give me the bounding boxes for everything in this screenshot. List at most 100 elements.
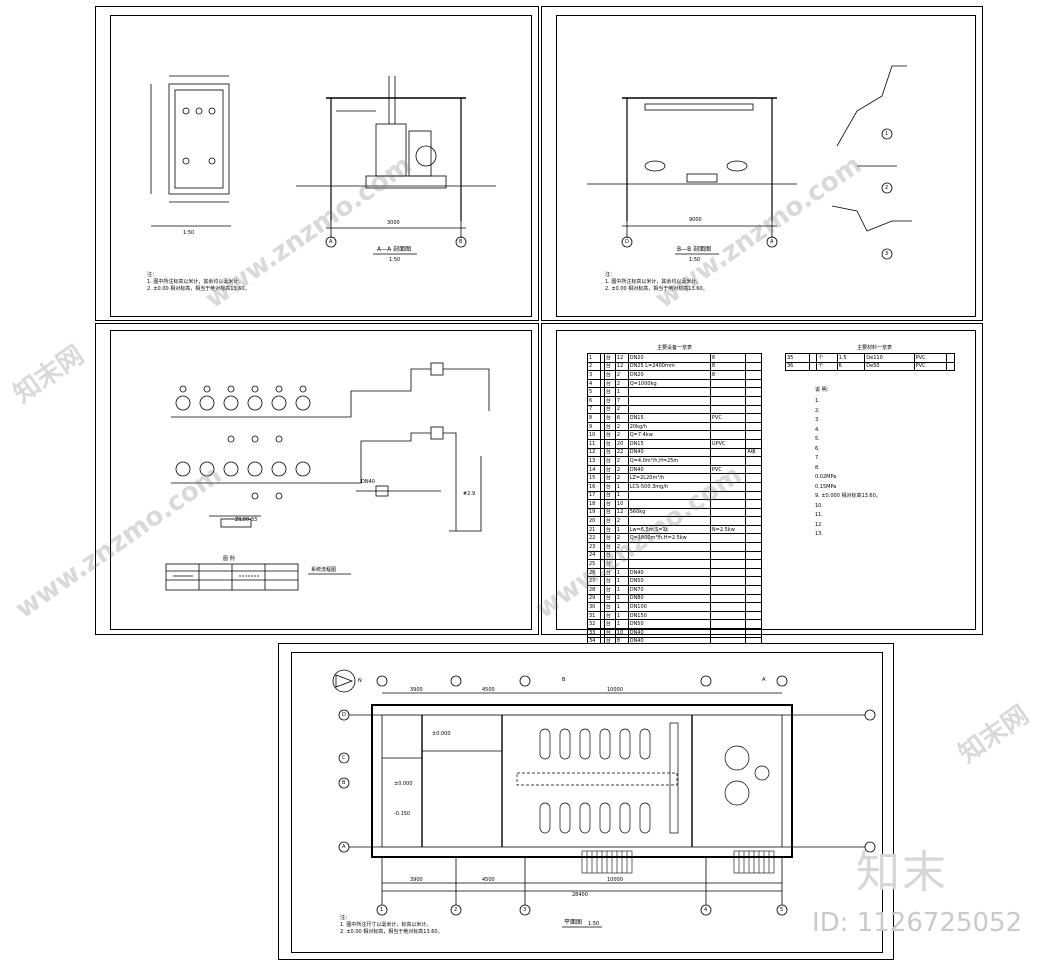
dim-bottom-1: 3900 <box>410 877 423 883</box>
axis-label-5: 5 <box>780 907 784 913</box>
equipment-table-cell: 台 <box>603 593 616 604</box>
note-2: 2. ±0.00 相对标高，相当于绝对标高13.60。 <box>340 929 443 935</box>
equipment-table-cell <box>709 585 747 595</box>
equipment-table-cell: 台 <box>603 353 616 363</box>
equipment-table-cell: 台 <box>603 533 616 544</box>
north-label: N <box>358 678 362 684</box>
equipment-table-cell: 32 <box>587 619 601 629</box>
material-table-cell: 1.5 <box>836 353 866 363</box>
equipment-table-cell <box>745 413 762 423</box>
equipment-table-cell: 台 <box>603 602 616 612</box>
equipment-table-cell: 22 <box>587 533 601 544</box>
equipment-table-cell <box>709 628 747 638</box>
equipment-table-cell: 3 <box>587 370 601 380</box>
equipment-table-cell: 台 <box>603 576 616 587</box>
equipment-table-cell: DN150 <box>627 610 711 621</box>
equipment-table-cell <box>709 395 747 406</box>
equipment-table-cell <box>745 387 762 397</box>
equipment-table-cell: 29 <box>587 593 601 604</box>
equipment-table-cell: DN100 <box>627 602 711 612</box>
elevation-2: ±0.000 <box>394 781 413 787</box>
equipment-table-cell: DN20 <box>627 370 711 380</box>
equipment-table-cell <box>745 619 762 629</box>
equipment-table-cell <box>745 602 762 612</box>
equipment-table-cell: Q=7.4kw <box>627 430 711 440</box>
section-marker-a: A <box>762 677 766 683</box>
section-width-dimension: 9000 <box>689 217 702 223</box>
equipment-table-cell <box>709 619 747 629</box>
notes-head: 注： <box>340 915 351 921</box>
equipment-table-cell: 2 <box>614 421 629 432</box>
plan-title: 平面图 <box>564 919 583 926</box>
equipment-table-cell <box>745 567 762 578</box>
equipment-table-cell: 8 <box>709 370 747 380</box>
equipment-table-cell <box>709 378 747 389</box>
equipment-table-cell: Q=1800m³/h,H=2.5kw <box>627 533 711 544</box>
equipment-table-cell: 560kg <box>627 507 711 518</box>
equipment-table-cell: 2 <box>614 404 629 415</box>
note-2: 2. ±0.00 相对标高，相当于绝对标高13.60。 <box>605 286 708 292</box>
axis-label-2: 2 <box>454 907 458 913</box>
system-label: 系统流程图 <box>311 567 337 573</box>
equipment-table-cell: UPVC <box>709 438 747 449</box>
equipment-table-cell: 1 <box>614 576 629 587</box>
equipment-table-cell: 台 <box>603 413 616 423</box>
equipment-table-cell: 台 <box>603 567 616 578</box>
equipment-table-cell: 1 <box>614 490 629 501</box>
equipment-table-cell <box>745 550 762 561</box>
material-table-cell: De50 <box>864 361 915 372</box>
note-item: 12. <box>815 521 823 528</box>
equipment-table-cell <box>627 404 711 415</box>
equipment-table-cell <box>627 387 711 397</box>
equipment-table-cell: 2 <box>614 378 629 389</box>
note-item: 10. <box>815 502 823 509</box>
axis-label-c: C <box>342 755 346 761</box>
note-2: 2. ±0.00 相对标高，相当于绝对标高13.60。 <box>147 286 250 292</box>
equipment-table-cell <box>745 361 762 372</box>
legend-title: 图 例 <box>223 556 235 562</box>
equipment-table-cell <box>745 593 762 604</box>
equipment-table-cell: 1 <box>614 567 629 578</box>
material-table-cell: 35 <box>785 353 810 363</box>
equipment-table-cell <box>627 550 711 561</box>
equipment-table-cell: 16 <box>587 481 601 492</box>
equipment-table-cell: 10 <box>587 430 601 440</box>
equipment-table-cell <box>709 559 747 569</box>
sheet-2-drawing <box>587 65 912 260</box>
equipment-table-cell <box>709 499 747 509</box>
equipment-table-cell: DN80 <box>627 593 711 604</box>
pipe-size-label: DN40 <box>361 479 375 485</box>
equipment-table-cell <box>709 447 747 458</box>
equipment-table-title: 主要设备一览表 <box>657 345 693 351</box>
equipment-table-cell: 台 <box>603 387 616 397</box>
watermark-cn-2: 知末网 <box>953 700 1035 770</box>
equipment-table-cell: 31 <box>587 610 601 621</box>
equipment-table-cell <box>745 507 762 518</box>
equipment-table-cell: DN15 <box>627 438 711 449</box>
equipment-table-cell <box>745 421 762 432</box>
equipment-code-label: ZIL00-33 <box>235 517 258 523</box>
equipment-table-cell: LZ=2L20m³/h <box>627 473 711 483</box>
equipment-table-cell: A级 <box>745 447 762 458</box>
note-item: 3. <box>815 417 820 423</box>
equipment-table-cell: 台 <box>603 490 616 501</box>
drawing-sheet-2: 9000 D A B—B 剖面图 1:50 1 2 3 注： 1. 图中所注标高… <box>541 6 983 321</box>
dim-bottom-2: 4500 <box>482 877 495 883</box>
equipment-table-cell: 台 <box>603 507 616 518</box>
dim-top-3: 10000 <box>607 687 623 693</box>
equipment-table-cell: 台 <box>603 628 616 638</box>
equipment-table-cell: 12 <box>614 361 629 372</box>
equipment-table-cell <box>709 550 747 561</box>
equipment-table-cell: 1 <box>614 387 629 397</box>
